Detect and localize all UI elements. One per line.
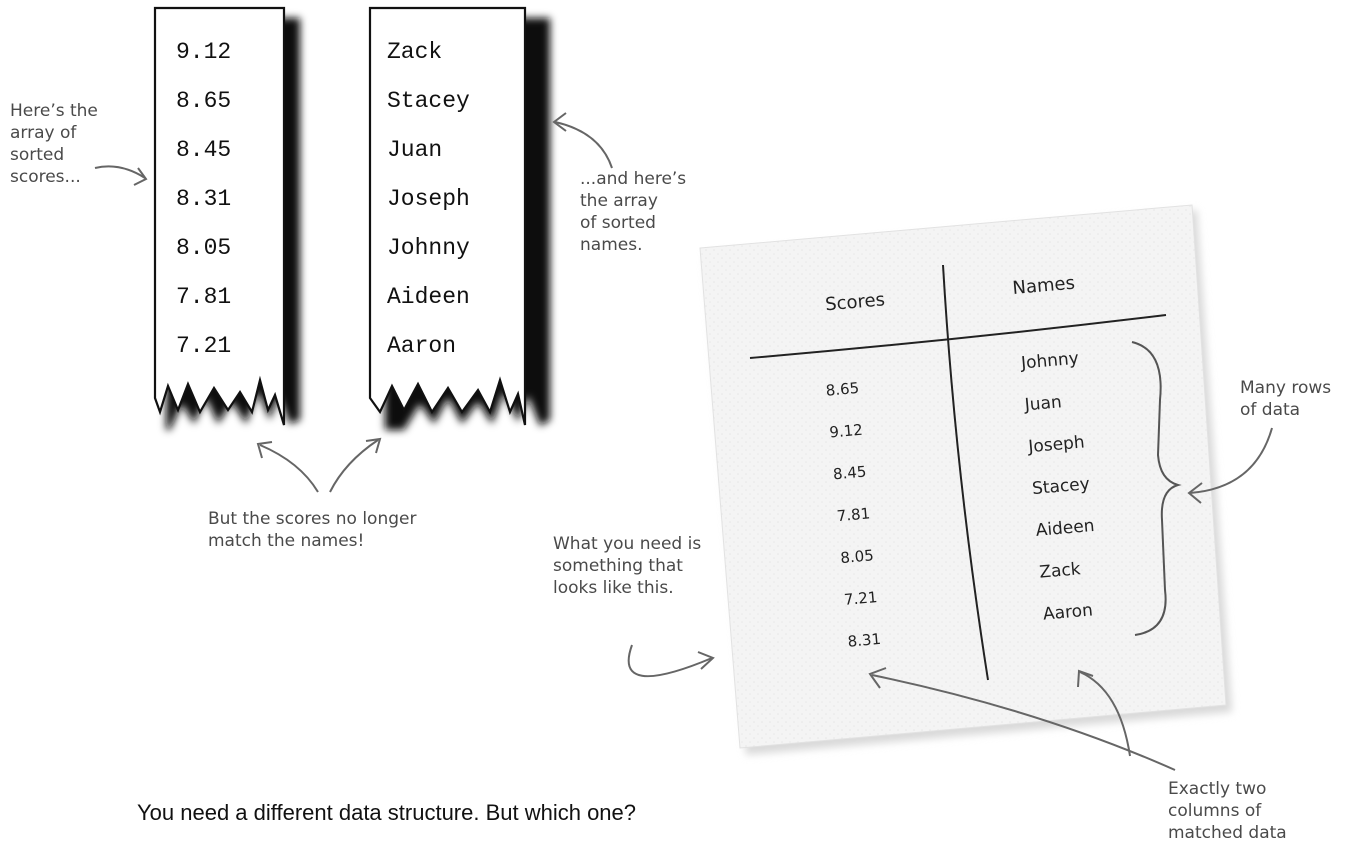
score-cell: 7.21 <box>176 333 232 359</box>
arrow-what-you-need-head <box>697 651 715 670</box>
score-cell: 9.12 <box>176 39 232 65</box>
names-array-strip <box>368 6 550 430</box>
napkin-names-header: Names <box>1011 272 1076 300</box>
arrow-two-columns-left-head <box>868 667 887 689</box>
score-cell: 8.45 <box>176 137 232 163</box>
scores-array: 9.12 8.65 8.45 8.31 8.05 7.81 7.21 <box>176 28 231 371</box>
napkin-name-cell: Joseph <box>1027 432 1086 458</box>
annotation-two-columns: Exactly two columns of matched data <box>1168 779 1287 843</box>
napkin-score-cell: 7.21 <box>843 588 879 609</box>
name-cell: Joseph <box>387 186 470 212</box>
arrow-two-columns-right <box>1079 671 1131 757</box>
arrow-mismatch-left <box>259 444 319 493</box>
score-cell: 8.05 <box>176 235 232 261</box>
arrow-mismatch-right-head <box>365 437 382 454</box>
napkin-score-cell: 8.31 <box>846 629 882 651</box>
annotation-mismatch: But the scores no longer match the names… <box>208 509 417 551</box>
name-cell: Johnny <box>387 235 470 261</box>
annotation-arrows <box>94 112 1273 771</box>
napkin-name-cell: Johnny <box>1020 348 1080 374</box>
arrow-sorted-scores-head <box>133 167 148 186</box>
arrow-many-rows-head <box>1187 482 1203 504</box>
napkin <box>699 204 1232 755</box>
arrow-what-you-need <box>627 644 713 678</box>
score-cell: 7.81 <box>176 284 232 310</box>
name-cell: Zack <box>387 39 443 65</box>
napkin-score-cell: 8.45 <box>832 462 868 484</box>
arrow-two-columns-right-head <box>1077 669 1094 688</box>
name-cell: Juan <box>387 137 443 163</box>
arrow-mismatch-left-head <box>256 441 273 459</box>
bottom-text: You need a different data structure. But… <box>137 800 637 825</box>
napkin-table: Scores Names 8.65 9.12 8.45 7.81 8.05 7.… <box>760 233 1225 689</box>
annotation-sorted-names: ...and here’s the array of sorted names. <box>580 169 687 255</box>
arrow-mismatch-right <box>329 439 379 493</box>
napkin-score-cell: 7.81 <box>835 504 871 526</box>
napkin-names-column: Johnny Juan Joseph Stacey Aideen Zack Aa… <box>1019 338 1103 636</box>
names-array: Zack Stacey Juan Joseph Johnny Aideen Aa… <box>387 28 470 371</box>
napkin-scores-column: 8.65 9.12 8.45 7.81 8.05 7.21 8.31 <box>824 367 883 663</box>
napkin-score-cell: 9.12 <box>828 420 864 442</box>
napkin-name-cell: Juan <box>1023 392 1063 416</box>
napkin-scores-header: Scores <box>824 289 886 316</box>
napkin-name-cell: Aideen <box>1034 515 1096 541</box>
arrow-two-columns-left <box>871 674 1176 771</box>
name-cell: Stacey <box>387 88 470 114</box>
arrow-many-rows <box>1189 427 1273 494</box>
napkin-name-cell: Stacey <box>1031 474 1091 500</box>
score-cell: 8.31 <box>176 186 232 212</box>
score-cell: 8.65 <box>176 88 232 114</box>
napkin-name-cell: Aaron <box>1042 600 1094 625</box>
name-cell: Aaron <box>387 333 457 359</box>
napkin-score-cell: 8.05 <box>839 546 875 568</box>
annotation-sorted-scores: Here’s the array of sorted scores... <box>10 101 98 187</box>
name-cell: Aideen <box>387 284 470 310</box>
arrow-sorted-scores <box>94 165 146 179</box>
napkin-score-cell: 8.65 <box>824 378 860 400</box>
annotation-many-rows: Many rows of data <box>1240 378 1332 420</box>
arrow-sorted-names-head <box>552 112 567 132</box>
annotation-what-you-need: What you need is something that looks li… <box>553 534 702 598</box>
scores-array-strip <box>153 6 300 430</box>
arrow-sorted-names <box>554 121 613 169</box>
napkin-name-cell: Zack <box>1038 559 1082 583</box>
